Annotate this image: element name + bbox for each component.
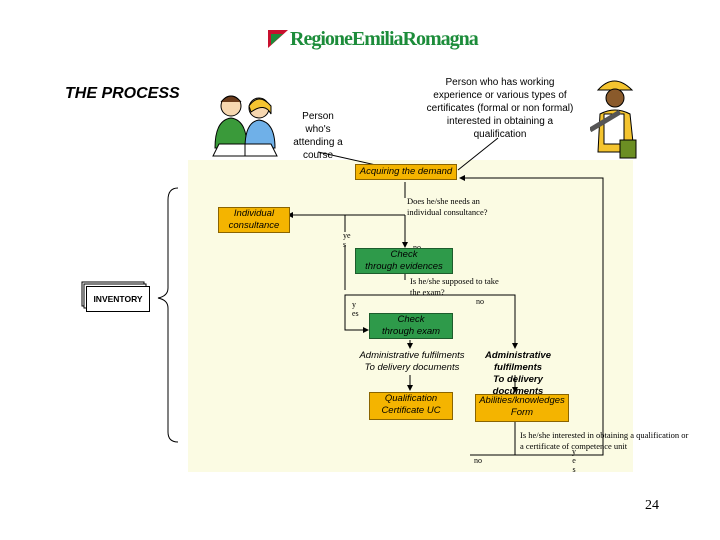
region-logo: RegioneEmiliaRomagna bbox=[268, 28, 479, 52]
qualification-certificate-box: Qualification Certificate UC bbox=[369, 392, 453, 420]
no-label-3: no bbox=[474, 456, 482, 465]
yes-label-2: y es bbox=[352, 300, 359, 318]
check-evidences-box: Check through evidences bbox=[355, 248, 453, 274]
inventory-box: INVENTORY bbox=[86, 286, 150, 312]
question-interest: Is he/she interested in obtaining a qual… bbox=[520, 430, 689, 451]
page-title: THE PROCESS bbox=[65, 85, 180, 102]
check-exam-box: Check through exam bbox=[369, 313, 453, 339]
individual-consultance-box: Individual consultance bbox=[218, 207, 290, 233]
yes-label-1: ye s bbox=[343, 231, 351, 249]
admin-fulfilments-right: Administrative fulfilments To delivery d… bbox=[485, 350, 551, 397]
question-exam: Is he/she supposed to take the exam? bbox=[410, 276, 499, 297]
acquiring-demand-box: Acquiring the demand bbox=[355, 164, 457, 180]
admin-fulfilments-left: Administrative fulfilments To delivery d… bbox=[359, 350, 465, 373]
worker-illustration-icon bbox=[590, 80, 637, 159]
yes-label-3: y e s bbox=[572, 447, 576, 474]
question-consultancy: Does he/she needs an individual consulta… bbox=[407, 196, 488, 217]
logo-text: RegioneEmiliaRomagna bbox=[290, 28, 479, 50]
no-label-2: no bbox=[476, 297, 484, 306]
flag-logo-icon bbox=[268, 30, 288, 48]
worker-text: Person who has working experience or var… bbox=[426, 77, 574, 140]
no-label-1: no bbox=[413, 243, 421, 252]
abilities-form-box: Abilities/knowledges Form bbox=[475, 394, 569, 422]
students-illustration-icon bbox=[205, 88, 285, 163]
page-number: 24 bbox=[645, 498, 659, 513]
course-attendee-text: Person who's attending a course bbox=[293, 111, 343, 161]
